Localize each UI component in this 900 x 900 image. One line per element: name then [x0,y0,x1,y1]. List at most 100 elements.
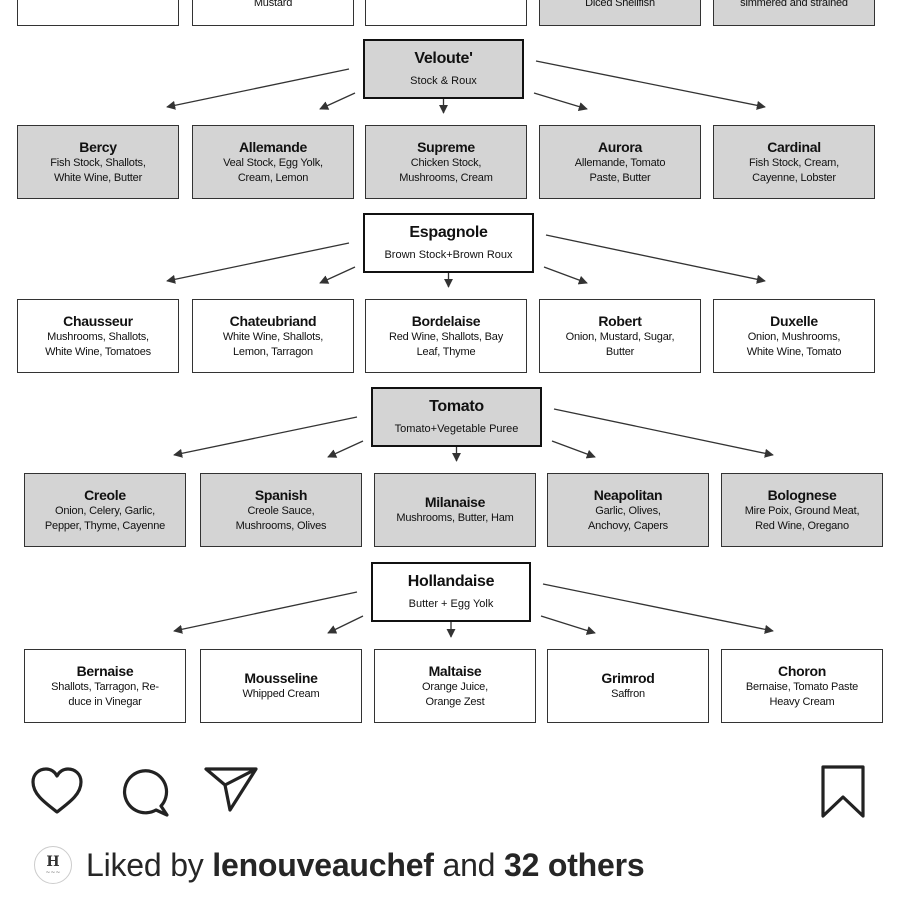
arrow [535,60,766,110]
derivative-sauce-title: Bercy [79,138,117,155]
mother-sauce-title: Hollandaise [407,573,495,590]
derivative-sauce-ingredients: Garlic, Olives, [595,504,661,517]
derivative-sauce-ingredients: Cream, Lemon [237,171,309,184]
derivative-sauce-ingredients: Cayenne, Lobster [752,171,836,184]
derivative-sauce-ingredients: Veal Stock, Egg Yolk, [223,156,323,169]
comment-icon[interactable] [117,766,171,818]
mother-sauce-subtitle: Stock & Roux [410,75,477,87]
likes-others-link[interactable]: 32 others [503,846,645,883]
derivative-sauce-ingredients: Pepper, Thyme, Cayenne [44,519,166,532]
mother-sauce-subtitle: Butter + Egg Yolk [408,598,494,610]
derivative-sauce-ingredients: Paste, Butter [589,171,651,184]
derivative-sauce-ingredients: Orange Zest [425,695,485,708]
top-sauce-box [17,0,179,26]
top-sauce-box [365,0,527,26]
top-sauce-desc: Mustard [253,0,293,9]
arrow [166,68,350,110]
arrow [173,591,358,634]
arrow [540,615,596,635]
likes-middle: and [442,846,496,883]
derivative-sauce-title: Duxelle [770,312,818,329]
arrow [543,266,588,285]
derivative-sauce-title: Allemande [238,138,308,155]
derivative-sauce-ingredients: Red Wine, Oregano [755,519,849,532]
likes-summary: H ~~~ Liked by lenouveauchef and 32 othe… [34,842,645,888]
derivative-sauce-ingredients: Mushrooms, Shallots, [47,330,149,343]
avatar-letter: H [46,853,60,870]
derivative-sauce-ingredients: Onion, Celery, Garlic, [55,504,155,517]
derivative-sauce-title: Robert [598,312,642,329]
derivative-sauce-ingredients: Fish Stock, Cream, [749,156,839,169]
derivative-sauce-ingredients: Mushrooms, Cream [399,171,493,184]
mother-sauce-title: Veloute' [414,50,473,67]
derivative-sauce-title: Chateubriand [229,312,317,329]
arrow [553,408,774,458]
derivative-sauce-ingredients: Onion, Mushrooms, [747,330,841,343]
derivative-sauce-title: Supreme [417,138,475,155]
arrow [533,92,588,111]
arrow [166,242,350,284]
derivative-sauce-ingredients: Chicken Stock, [410,156,482,169]
derivative-sauce-ingredients: Mire Poix, Ground Meat, [744,504,860,517]
liker-username[interactable]: lenouveauchef [212,846,434,883]
derivative-sauce-ingredients: Mushrooms, Olives [235,519,327,532]
derivative-sauce-ingredients: Anchovy, Capers [588,519,668,532]
derivative-sauce-ingredients: Shallots, Tarragon, Re- [51,680,159,693]
paper-plane-icon[interactable] [203,765,259,813]
mother-sauce-title: Tomato [429,398,484,415]
chart-arrows [166,60,774,638]
derivative-sauce-ingredients: White Wine, Tomatoes [45,345,151,358]
derivative-sauce-title: Chausseur [63,312,133,329]
derivative-sauce-title: Grimrod [601,670,655,686]
derivative-sauce-ingredients: White Wine, Butter [53,171,143,184]
mother-sauce-subtitle: Tomato+Vegetable Puree [394,423,519,435]
heart-icon[interactable] [30,766,84,816]
post-action-bar [0,735,900,835]
derivative-sauce-ingredients: Mushrooms, Butter, Ham [396,512,514,524]
derivative-sauce-title: Bolognese [767,486,837,503]
mother-sauce-title: Espagnole [409,224,488,241]
avatar-script: ~~~ [45,868,61,876]
derivative-sauce-ingredients: Heavy Cream [769,695,835,708]
derivative-sauce-title: Milanaise [424,494,486,510]
derivative-sauce-title: Maltaise [428,662,482,679]
derivative-sauce-ingredients: White Wine, Tomato [746,345,842,358]
arrow [542,583,774,634]
avatar[interactable]: H ~~~ [34,846,72,884]
derivative-sauce-ingredients: Fish Stock, Shallots, [50,156,146,169]
top-sauce-box: Mustard [192,0,354,26]
bookmark-icon[interactable] [818,764,868,820]
derivative-sauce-ingredients: Leaf, Thyme [416,345,476,358]
derivative-sauce-ingredients: Whipped Cream [242,688,320,700]
arrow [545,234,766,284]
arrow [173,416,358,458]
derivative-sauce-title: Creole [84,486,126,503]
derivative-sauce-ingredients: Orange Juice, [422,680,488,693]
derivative-sauce-ingredients: Allemande, Tomato [574,156,666,169]
derivative-sauce-ingredients: duce in Vinegar [68,695,142,708]
derivative-sauce-title: Bernaise [76,662,134,679]
derivative-sauce-ingredients: Lemon, Tarragon [233,345,313,358]
likes-text: Liked by lenouveauchef and 32 others [86,846,645,884]
top-sauce-box: Diced Shellfish [539,0,701,26]
